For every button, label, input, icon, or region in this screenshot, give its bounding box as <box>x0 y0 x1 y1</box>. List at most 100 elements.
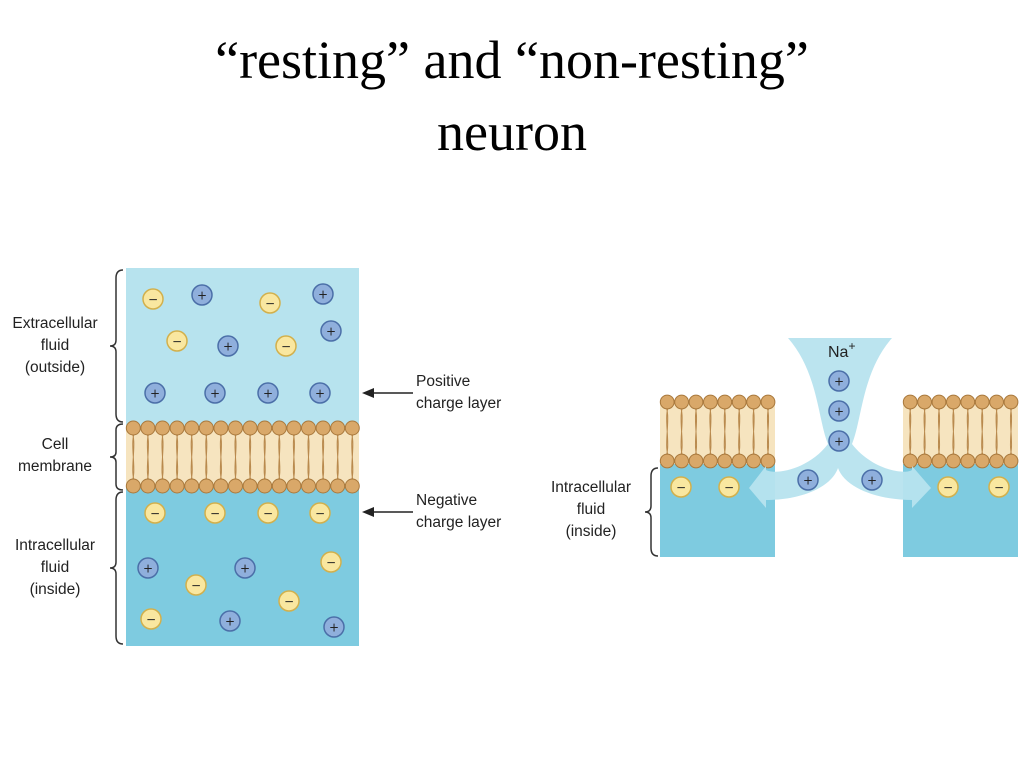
nonresting-ions: +++++−−−− <box>670 370 1010 498</box>
lipid-head <box>301 420 316 436</box>
lipid-head <box>140 478 156 494</box>
lipid-head <box>974 394 990 410</box>
positive-ion: + <box>320 320 342 342</box>
svg-text:−: − <box>172 335 182 349</box>
svg-text:−: − <box>994 481 1004 495</box>
title-line-2: neuron <box>437 102 587 162</box>
lipid-head <box>960 394 976 410</box>
lipid-head <box>184 420 200 436</box>
negative-charge-layer-label: Negative charge layer <box>416 492 502 531</box>
negative-layer-arrow <box>362 507 413 517</box>
lipid-head <box>960 453 976 469</box>
positive-ion: + <box>312 283 334 305</box>
lipid-head <box>344 478 360 494</box>
negative-ion: − <box>278 590 300 612</box>
positive-charge-layer-label: Positive charge layer <box>416 373 502 412</box>
lipid-head <box>946 394 961 410</box>
lipid-head <box>674 453 689 469</box>
lipid-head <box>688 453 704 469</box>
svg-text:−: − <box>326 556 336 570</box>
lipid-tail-band <box>126 426 359 488</box>
lipid-head <box>315 478 331 494</box>
lipid-head <box>125 478 141 494</box>
positive-ion: + <box>323 616 345 638</box>
negative-ion: − <box>166 330 188 352</box>
title-line-1: “resting” and “non-resting” <box>215 30 809 90</box>
lipid-head <box>286 420 302 436</box>
positive-ion: + <box>204 382 226 404</box>
lipid-head <box>974 453 990 469</box>
negative-ion: − <box>185 574 207 596</box>
lipid-head <box>931 453 947 469</box>
cell-membrane-label: Cell membrane <box>17 436 93 475</box>
negative-ion: − <box>144 502 166 524</box>
lipid-head <box>659 453 675 469</box>
positive-ion: + <box>191 284 213 306</box>
svg-text:+: + <box>803 474 813 488</box>
svg-text:+: + <box>225 615 235 629</box>
svg-text:−: − <box>676 481 686 495</box>
lipid-head <box>330 420 346 436</box>
svg-text:−: − <box>148 293 158 307</box>
svg-text:+: + <box>240 562 250 576</box>
svg-text:+: + <box>834 405 844 419</box>
negative-ion: − <box>257 502 279 524</box>
slide-title: “resting” and “non-resting” neuron <box>0 24 1024 168</box>
lipid-head <box>674 394 689 410</box>
negative-ion: − <box>988 476 1010 498</box>
lipid-head <box>989 453 1004 469</box>
left-membrane-segment <box>659 394 776 469</box>
svg-text:−: − <box>281 340 291 354</box>
lipid-head <box>242 420 258 436</box>
lipid-head <box>917 394 932 410</box>
lipid-tail-band <box>903 400 1018 463</box>
positive-ion: + <box>861 469 883 491</box>
lipid-head <box>271 420 287 436</box>
positive-ion: + <box>137 557 159 579</box>
negative-ion: − <box>309 502 331 524</box>
lipid-head <box>184 478 200 494</box>
lipid-head <box>213 420 229 436</box>
lipid-head <box>169 420 185 436</box>
lipid-head <box>717 394 733 410</box>
svg-text:+: + <box>318 288 328 302</box>
positive-ion: + <box>828 370 850 392</box>
positive-ion: + <box>144 382 166 404</box>
lipid-head <box>198 420 214 436</box>
membrane-brace <box>109 423 124 491</box>
svg-text:−: − <box>265 297 275 311</box>
lipid-head <box>344 420 360 436</box>
lipid-head <box>659 394 675 410</box>
positive-ion: + <box>219 610 241 632</box>
lipid-head <box>271 478 287 494</box>
svg-text:−: − <box>943 481 953 495</box>
sodium-channel-funnel <box>749 338 931 508</box>
lipid-head <box>125 420 141 436</box>
resting-ions: −+−+−+−+++++−−−−++−−−−++ <box>137 283 345 638</box>
svg-text:+: + <box>197 289 207 303</box>
lipid-head <box>155 478 170 494</box>
lipid-tail-band <box>660 400 775 463</box>
lipid-head <box>301 478 316 494</box>
svg-text:−: − <box>146 613 156 627</box>
svg-text:−: − <box>150 507 160 521</box>
nonresting-intracellular-label: Intracellular fluid (inside) <box>550 479 632 540</box>
lipid-head <box>760 453 776 469</box>
negative-ion: − <box>259 292 281 314</box>
cell-membrane <box>125 420 360 494</box>
lipid-head <box>228 478 243 494</box>
svg-text:+: + <box>210 387 220 401</box>
svg-text:−: − <box>724 481 734 495</box>
positive-ion: + <box>217 335 239 357</box>
lipid-head <box>1003 394 1019 410</box>
lipid-head <box>242 478 258 494</box>
intracellular-brace <box>109 491 124 645</box>
lipid-head <box>286 478 302 494</box>
lipid-head <box>760 394 776 410</box>
lipid-head <box>140 420 156 436</box>
extracellular-label: Extracellular fluid (outside) <box>12 315 98 376</box>
negative-ion: − <box>204 502 226 524</box>
lipid-head <box>688 394 704 410</box>
